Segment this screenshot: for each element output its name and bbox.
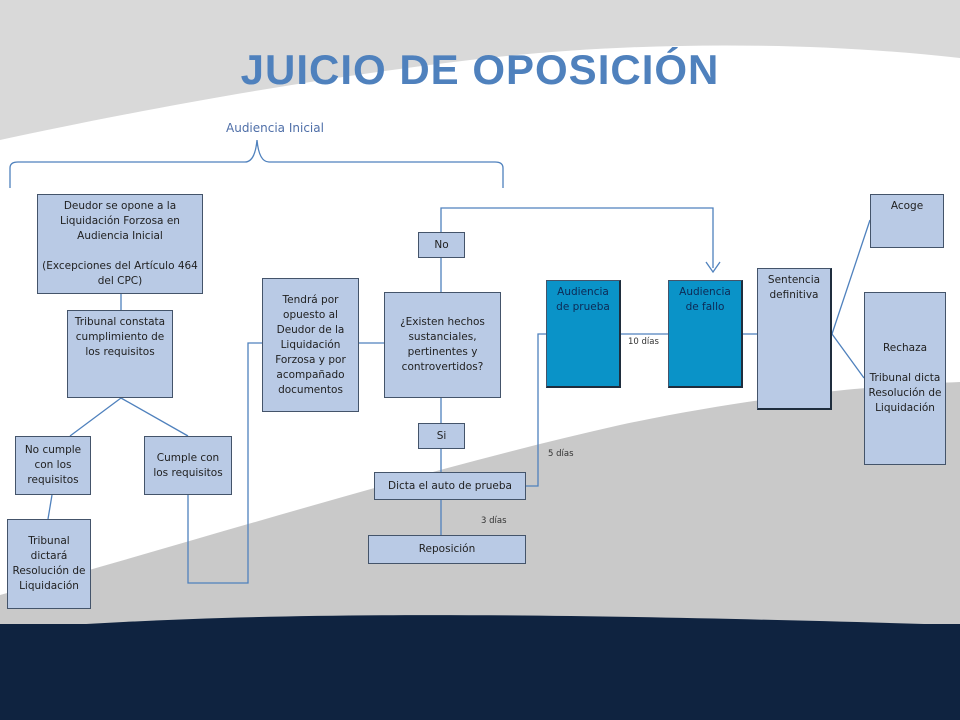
node-cumple: Cumple con los requisitos xyxy=(144,436,232,495)
node-reposicion: Reposición xyxy=(368,535,526,564)
node-dicta-auto-de-prueba: Dicta el auto de prueba xyxy=(374,472,526,500)
node-existen-hechos: ¿Existen hechos sustanciales, pertinente… xyxy=(384,292,501,398)
audiencia-inicial-brace xyxy=(9,139,504,188)
node-tribunal-dictara: Tribunal dictará Resolución de Liquidaci… xyxy=(7,519,91,609)
node-audiencia-de-prueba: Audiencia de prueba xyxy=(546,280,621,388)
label-3-dias: 3 días xyxy=(481,516,507,526)
node-audiencia-de-fallo: Audiencia de fallo xyxy=(668,280,743,388)
label-10-dias: 10 días xyxy=(628,337,659,347)
node-acoge: Acoge xyxy=(870,194,944,248)
node-deudor-se-opone: Deudor se opone a la Liquidación Forzosa… xyxy=(37,194,203,294)
brace-label: Audiencia Inicial xyxy=(226,121,324,135)
node-tribunal-constata: Tribunal constata cumplimiento de los re… xyxy=(67,310,173,398)
node-no-cumple: No cumple con los requisitos xyxy=(15,436,91,495)
node-si: Si xyxy=(418,423,465,449)
node-sentencia-definitiva: Sentencia definitiva xyxy=(757,268,832,410)
node-rechaza: Rechaza Tribunal dicta Resolución de Liq… xyxy=(864,292,946,465)
page-title: JUICIO DE OPOSICIÓN xyxy=(240,46,720,93)
label-5-dias: 5 días xyxy=(548,449,574,459)
node-tendra-por-opuesto: Tendrá por opuesto al Deudor de la Liqui… xyxy=(262,278,359,412)
node-no: No xyxy=(418,232,465,258)
